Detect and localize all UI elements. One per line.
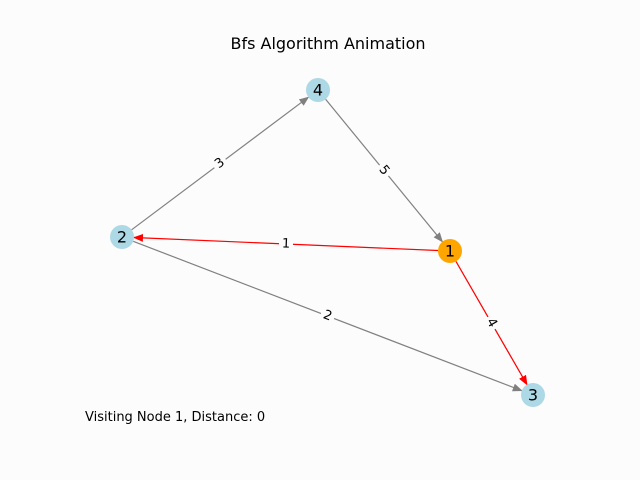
node-label: 2 (117, 228, 127, 247)
edge-4-1: 5 (325, 98, 444, 243)
edge-2-4: 3 (131, 96, 310, 231)
status-text: Visiting Node 1, Distance: 0 (85, 410, 265, 425)
node-label: 3 (528, 386, 538, 405)
node-1: 1 (438, 239, 462, 263)
node-circle (110, 225, 134, 249)
edge-label-background (278, 235, 294, 253)
edge-1-3: 4 (455, 261, 528, 386)
node-3: 3 (521, 383, 545, 407)
node-label: 1 (445, 242, 455, 261)
edge-label-background (481, 312, 502, 334)
node-circle (521, 383, 545, 407)
node-circle (438, 239, 462, 263)
edge-label-background (318, 306, 337, 326)
node-2: 2 (110, 225, 134, 249)
edge-label-background (209, 152, 231, 175)
edge-weight-label: 1 (282, 236, 291, 251)
edge-label-background (373, 160, 395, 181)
node-circle (306, 78, 330, 102)
node-label: 4 (313, 81, 323, 100)
edge-2-3: 2 (132, 240, 523, 392)
node-4: 4 (306, 78, 330, 102)
figure-title: Bfs Algorithm Animation (230, 34, 425, 53)
edge-1-2: 1 (132, 233, 439, 253)
